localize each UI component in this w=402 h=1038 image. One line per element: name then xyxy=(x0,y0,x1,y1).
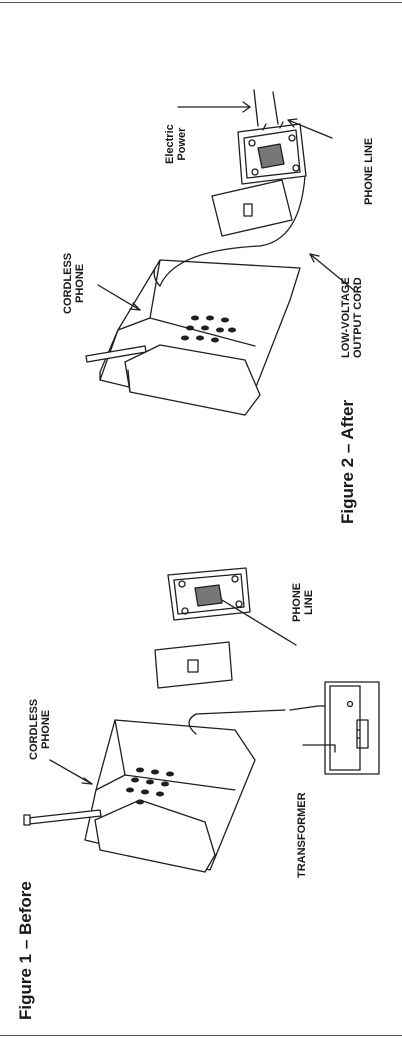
figure-2-wall-jack xyxy=(237,121,307,185)
figure-2-low-voltage-cord xyxy=(159,175,306,287)
figure-2-drawing xyxy=(85,89,356,416)
figure-2-low-voltage-cord-label: LOW-VOLTAGE OUTPUT CORD xyxy=(340,277,364,358)
figure-1-phone-line-cord xyxy=(221,599,297,646)
figure-1-wall-jack xyxy=(167,567,251,621)
figure-1-cordless-phone-label: CORDLESS PHONE xyxy=(28,698,52,760)
figure-1-title: Figure 1 – Before xyxy=(16,881,35,1020)
figure-1-phone-line-label: PHONE LINE xyxy=(291,582,315,622)
figure-1-transformer xyxy=(324,681,380,775)
figure-2-cordless-phone xyxy=(85,259,301,416)
figure-1-leaders xyxy=(49,744,336,785)
figure-2-power-cord xyxy=(253,89,259,127)
figure-1-transformer-label: TRANSFORMER xyxy=(296,792,308,878)
bottom-rule xyxy=(0,1035,402,1036)
figure-1-cordless-phone xyxy=(23,713,256,873)
figure-1-transformer-cord xyxy=(195,705,331,715)
figure-2-wall-plate xyxy=(211,179,293,237)
figure-2-title: Figure 2 – After xyxy=(338,399,357,524)
figure-2-leaders xyxy=(97,101,356,311)
top-rule xyxy=(0,2,402,3)
figure-1-drawing xyxy=(23,567,380,873)
figure-2-cordless-phone-label: CORDLESS PHONE xyxy=(62,252,86,314)
figure-2-electric-power-label: Electric Power xyxy=(164,124,188,164)
figure-2-phone-line-label: PHONE LINE xyxy=(363,137,375,205)
figure-1-wall-plate xyxy=(154,641,233,689)
figure-2-phone-cord xyxy=(272,91,279,125)
